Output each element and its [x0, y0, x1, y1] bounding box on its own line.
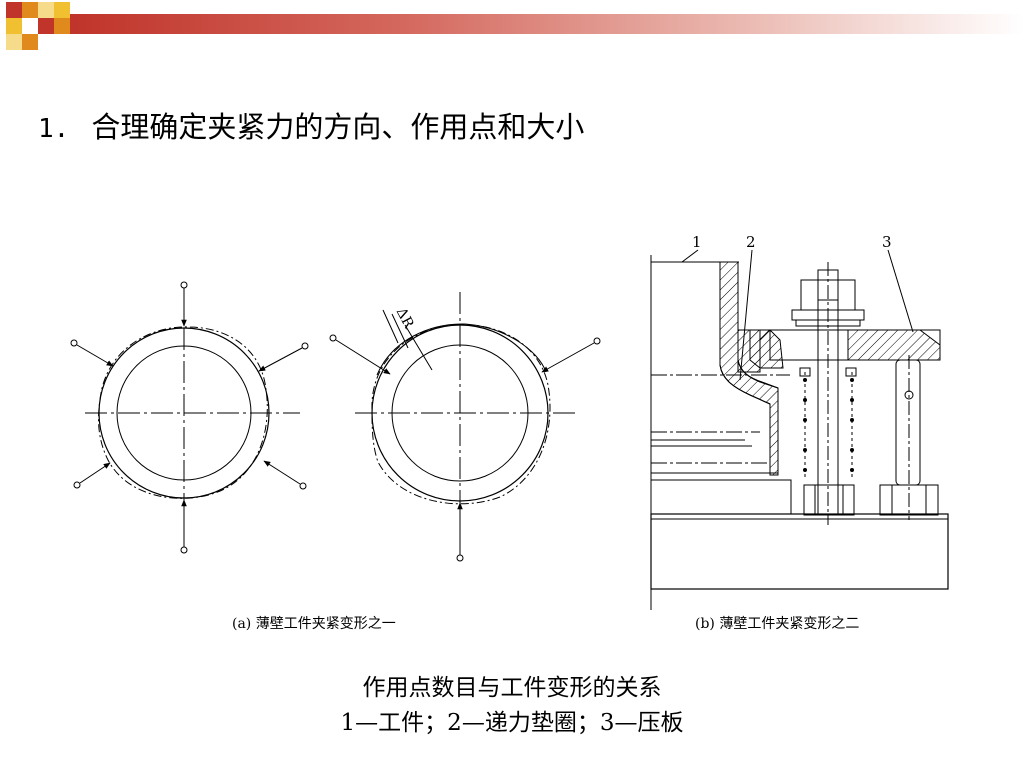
header-square	[54, 18, 70, 34]
part-label-2: 2	[746, 233, 756, 251]
header-square	[38, 18, 54, 34]
sub-caption-a: (a) 薄壁工件夹紧变形之一	[232, 616, 396, 632]
sub-caption-b: (b) 薄壁工件夹紧变形之二	[695, 616, 859, 632]
header-square	[54, 2, 70, 18]
diagram-b: 1 2 3	[650, 233, 949, 610]
header-decoration	[0, 0, 1024, 50]
header-square	[6, 2, 22, 18]
diagram-a-right: ΔR	[329, 292, 601, 562]
header-square	[22, 34, 38, 50]
part-label-1: 1	[692, 233, 702, 251]
diagram-a-left	[70, 281, 309, 554]
part-label-3: 3	[882, 233, 892, 251]
figure-caption-title: 作用点数目与工件变形的关系	[362, 675, 662, 701]
figure-caption-legend: 1—工件；2—递力垫圈；3—压板	[340, 710, 684, 736]
header-square	[22, 2, 38, 18]
title-text: 合理确定夹紧力的方向、作用点和大小	[91, 110, 585, 144]
header-square	[6, 18, 22, 34]
slide-title: 1. 合理确定夹紧力的方向、作用点和大小	[38, 104, 584, 146]
technical-figure: ΔR	[70, 233, 949, 632]
title-number: 1.	[38, 114, 70, 144]
delta-r-label: ΔR	[393, 305, 417, 331]
header-square	[38, 2, 54, 18]
header-gradient-bar	[70, 14, 1024, 34]
header-square	[6, 34, 22, 50]
